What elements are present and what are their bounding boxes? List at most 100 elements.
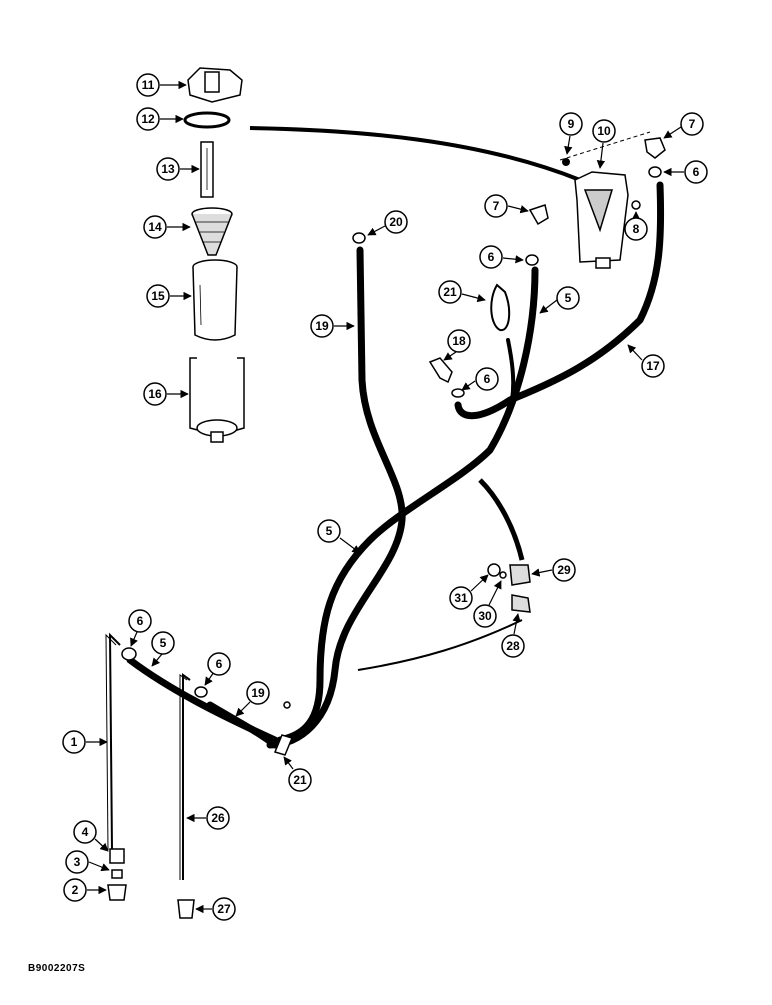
callout-5-lower: 5 [151,631,175,667]
callout-7-left: 7 [484,194,529,218]
callout-6-left: 6 [128,609,152,647]
washer-8 [631,200,641,210]
bowl-15 [192,259,238,341]
hose-5 [276,266,539,744]
plug-9 [562,158,570,166]
callout-20: 20 [367,210,408,236]
callout-21-lower: 21 [283,756,312,792]
callout-1: 1 [62,730,108,754]
svg-text:14: 14 [148,220,162,234]
tube-1-inner [105,633,117,851]
tubes [105,632,191,880]
callout-17: 17 [627,344,665,378]
svg-text:9: 9 [568,117,575,131]
callout-26: 26 [186,806,230,830]
svg-text:19: 19 [315,319,329,333]
callout-12: 12 [136,107,184,131]
svg-text:6: 6 [216,657,223,671]
bracket-16 [189,357,245,443]
callout-18: 18 [443,329,471,361]
figure-code: B9002207S [28,963,86,974]
svg-text:10: 10 [597,124,611,138]
filter-head-11 [187,67,243,103]
callout-6-lower: 6 [461,367,499,391]
svg-text:4: 4 [82,825,89,839]
svg-text:18: 18 [452,334,466,348]
fittings [107,166,662,919]
svg-text:6: 6 [137,614,144,628]
svg-text:27: 27 [217,902,231,916]
svg-text:7: 7 [493,199,500,213]
svg-text:21: 21 [293,773,307,787]
svg-text:21: 21 [443,285,457,299]
elbow-18 [428,357,453,384]
callout-29: 29 [531,558,576,582]
svg-text:5: 5 [160,636,167,650]
hose-short [506,338,516,402]
elbow-7-left [528,204,549,226]
callout-16: 16 [143,382,189,406]
callout-27: 27 [195,897,236,921]
callout-8: 8 [624,211,648,241]
svg-text:20: 20 [389,215,403,229]
hose-19 [266,246,406,749]
svg-text:3: 3 [74,855,81,869]
svg-text:19: 19 [251,686,265,700]
callout-6-mid: 6 [479,245,524,269]
tube-1 [108,632,121,851]
hose-17 [454,181,665,420]
callout-19-upper: 19 [310,314,355,338]
callout-6-top: 6 [663,160,708,184]
svg-text:17: 17 [646,359,660,373]
svg-text:30: 30 [478,609,492,623]
callout-14: 14 [143,215,191,239]
callout-4: 4 [73,820,109,852]
callout-15: 15 [146,284,192,308]
strainer-14 [191,207,233,256]
callouts: 11 12 13 14 15 16 9 10 7 7 6 8 20 6 21 5… [62,73,708,921]
svg-text:5: 5 [565,291,572,305]
callout-19-lower: 19 [235,681,270,717]
callout-2: 2 [63,878,107,902]
svg-text:12: 12 [141,112,155,126]
svg-text:16: 16 [148,387,162,401]
callout-31: 31 [449,574,489,610]
callout-13: 13 [156,157,200,181]
tube-26 [182,673,191,880]
svg-text:31: 31 [454,591,468,605]
filter-10 [574,171,629,269]
clamp-21-upper [490,283,511,332]
callout-5-mid: 5 [317,519,361,554]
svg-text:1: 1 [71,735,78,749]
svg-text:6: 6 [488,250,495,264]
callout-30: 30 [473,580,502,628]
callout-7-top: 7 [663,112,704,139]
callout-28: 28 [501,613,525,658]
guide-lines [249,126,651,671]
svg-text:7: 7 [689,117,696,131]
svg-text:28: 28 [506,639,520,653]
tube-26-inner [179,674,188,880]
callout-5-upper: 5 [539,286,580,314]
clamp-21-lower [273,701,294,756]
clamp-parts [487,563,531,613]
svg-text:13: 13 [161,162,175,176]
callout-10: 10 [592,119,616,169]
hoses [126,181,665,749]
callout-6-lower-mid: 6 [204,652,231,686]
svg-text:2: 2 [72,883,79,897]
callout-3: 3 [65,850,110,874]
svg-text:29: 29 [557,563,571,577]
svg-text:11: 11 [142,78,155,92]
svg-text:26: 26 [211,811,225,825]
callout-21-upper: 21 [438,280,486,304]
svg-text:15: 15 [151,289,165,303]
callout-11: 11 [136,73,187,97]
svg-text:5: 5 [326,524,333,538]
callout-9: 9 [559,112,583,155]
svg-text:8: 8 [633,222,640,236]
hose-19-lower [206,701,279,749]
elbow-7-top [644,137,666,159]
svg-text:6: 6 [693,165,700,179]
